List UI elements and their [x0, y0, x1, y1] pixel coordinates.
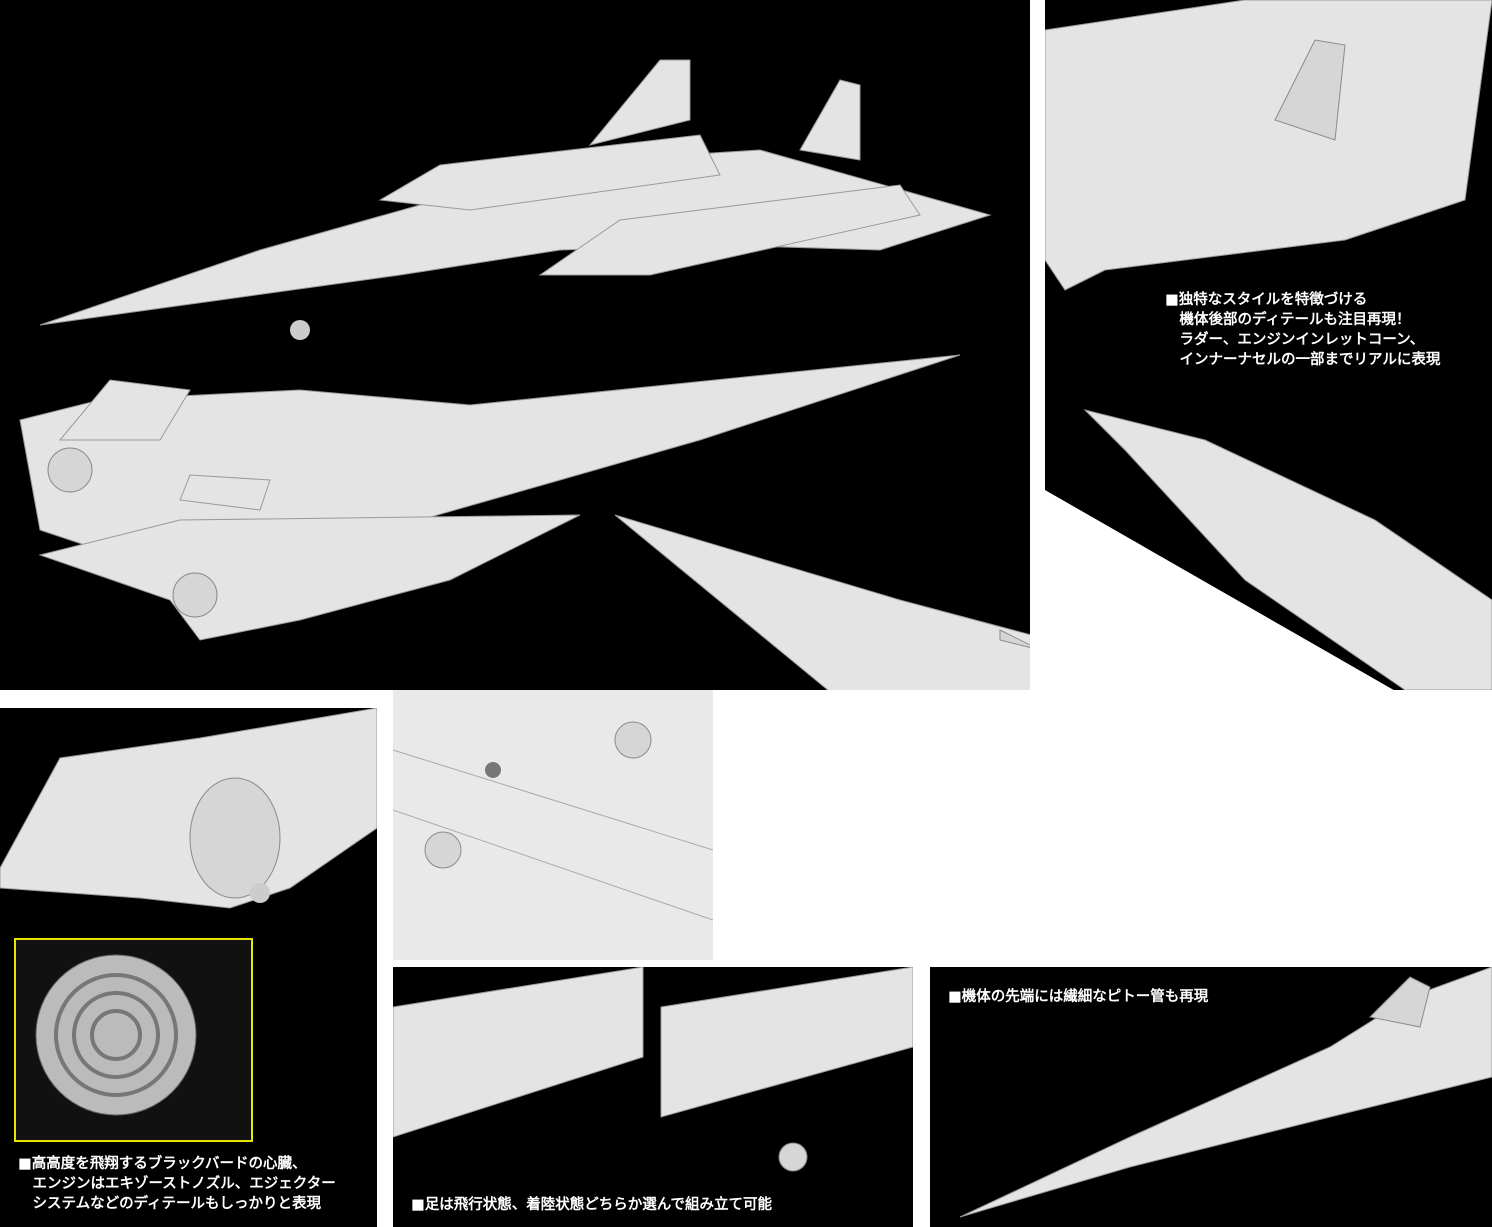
engine-nozzle-closeup — [35, 954, 197, 1116]
aircraft-renders-top — [19, 59, 1030, 690]
caption-pitot: ■機体の先端には繊細なピトー管も再現 — [948, 989, 1209, 1005]
tail-detail-panel: ■独特なスタイルを特徴づける 機体後部のディテールも注目再現！ ラダー、エンジン… — [1045, 0, 1492, 690]
engine-detail-panel: ■高高度を飛翔するブラックバードの心臓、 エンジンはエキゾーストノズル、エジェク… — [0, 708, 377, 1227]
pitot-panel: ■機体の先端には繊細なピトー管も再現 — [930, 967, 1492, 1227]
caption-engine: ■高高度を飛翔するブラックバードの心臓、 エンジンはエキゾーストノズル、エジェク… — [18, 1156, 336, 1212]
caption-tail-detail: ■独特なスタイルを特徴づける 機体後部のディテールも注目再現！ ラダー、エンジン… — [1165, 292, 1441, 368]
gear-comparison-panel: ■足は飛行状態、着陸状態どちらか選んで組み立て可能 — [393, 967, 913, 1227]
gear-closeup-panel — [393, 690, 713, 960]
nose-render — [959, 967, 1492, 1218]
main-render-panel — [0, 0, 1030, 690]
caption-landing-gear: ■足は飛行状態、着陸状態どちらか選んで組み立て可能 — [411, 1197, 772, 1213]
engine-closeup-frame — [14, 938, 253, 1142]
underside-panel: ■詳細なモールドが施された機体下面の ディテールも見逃せません — [728, 690, 1492, 950]
tail-render — [1045, 0, 1492, 690]
gear-comparison-render — [393, 967, 913, 1172]
caption-underside: ■詳細なモールドが施された機体下面の ディテールも見逃せません — [746, 904, 1007, 940]
engine-render — [0, 708, 377, 909]
gear-closeup-render — [393, 721, 713, 921]
